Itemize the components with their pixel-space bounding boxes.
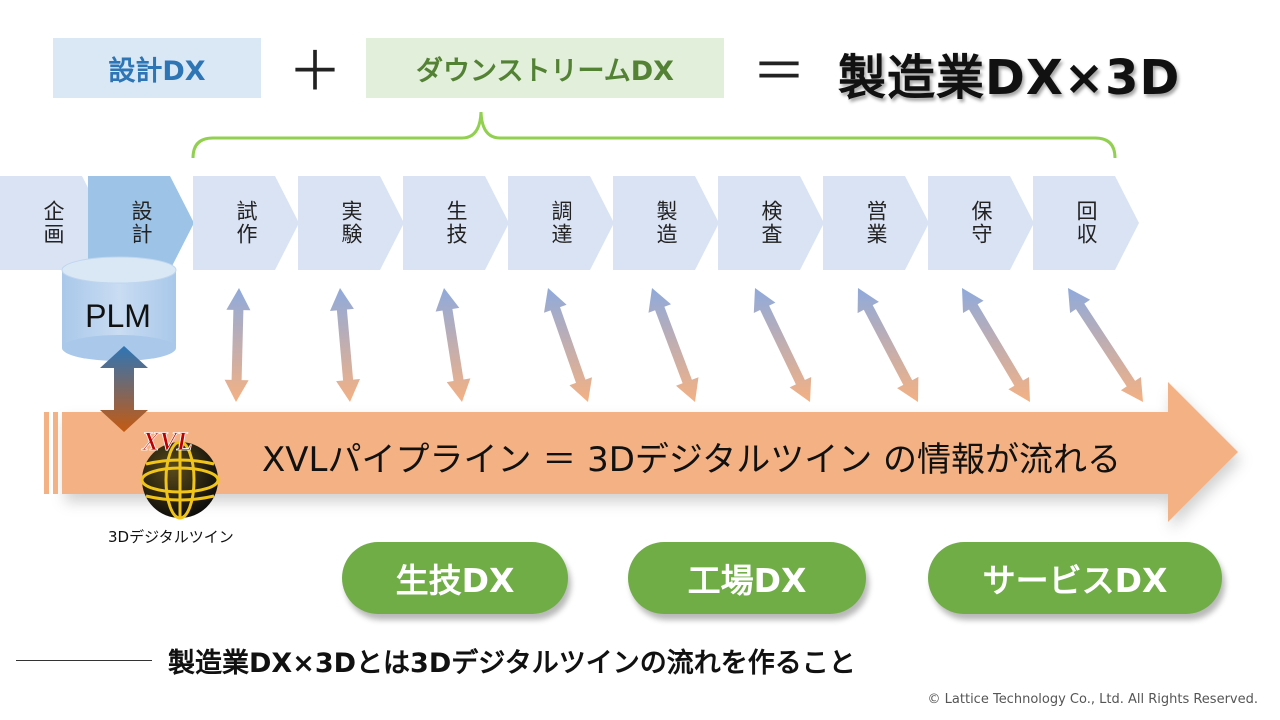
process-chevron	[88, 176, 194, 270]
process-chevron	[613, 176, 719, 270]
process-chevron	[718, 176, 824, 270]
process-chevron	[193, 176, 299, 270]
process-step: 保守	[928, 176, 1034, 270]
digital-twin-caption: 3Dデジタルツイン	[108, 528, 234, 546]
process-step-label: 設計	[129, 200, 153, 246]
process-step: 営業	[823, 176, 929, 270]
pipeline-text: XVLパイプライン ＝ 3Dデジタルツイン の情報が流れる	[262, 440, 1122, 480]
summary-text: 製造業DX×3Dとは3Dデジタルツインの流れを作ること	[168, 648, 856, 679]
service-dx-pill: サービスDX	[928, 542, 1222, 614]
xvl-logo-text: XVL	[141, 427, 193, 457]
bidirectional-arrow	[1068, 288, 1143, 402]
xvl-globe-logo	[140, 440, 220, 520]
process-step: 回収	[1033, 176, 1139, 270]
process-step: 製造	[613, 176, 719, 270]
downstream-brace	[191, 111, 1117, 159]
process-chevron	[823, 176, 929, 270]
process-step-label: 営業	[864, 200, 888, 246]
bidirectional-arrow	[648, 288, 699, 402]
plm-database-icon	[61, 256, 177, 361]
factory-dx-pill: 工場DX	[628, 542, 866, 614]
process-step: 試作	[193, 176, 299, 270]
process-step: 実験	[298, 176, 404, 270]
process-chevron	[928, 176, 1034, 270]
process-step: 生技	[403, 176, 509, 270]
process-step-label: 調達	[549, 200, 573, 246]
xvl-pipeline-arrow	[44, 382, 1238, 522]
summary-rule	[16, 660, 152, 661]
production-engineering-dx-pill: 生技DX	[342, 542, 568, 614]
process-step: 設計	[88, 176, 194, 270]
bidirectional-arrow	[753, 288, 812, 402]
process-step-label: 生技	[444, 200, 468, 246]
process-step: 企画	[0, 176, 106, 270]
equals-sign: ＝	[752, 40, 806, 103]
process-step-label: 企画	[41, 200, 65, 246]
process-chevron	[1033, 176, 1139, 270]
process-step-label: 回収	[1074, 200, 1098, 246]
process-step: 検査	[718, 176, 824, 270]
design-dx-label: 設計DX	[108, 55, 206, 87]
bidirectional-arrow	[962, 288, 1030, 402]
svg-text:XVL: XVL	[141, 427, 193, 456]
bidirectional-arrow	[224, 288, 251, 402]
plm-link-arrow	[100, 346, 148, 432]
plm-label: PLM	[85, 298, 151, 334]
design-dx-box: 設計DX	[53, 38, 261, 98]
process-step-label: 検査	[759, 200, 783, 246]
process-chevron	[403, 176, 509, 270]
downstream-dx-box: ダウンストリームDX	[366, 38, 724, 98]
process-step-label: 製造	[654, 200, 678, 246]
process-chevron	[508, 176, 614, 270]
plus-sign: ＋	[288, 40, 342, 103]
page-title: 製造業DX×3D	[838, 50, 1181, 106]
bidirectional-arrow	[857, 288, 919, 402]
bidirectional-arrow	[330, 288, 360, 402]
process-chevron	[0, 176, 106, 270]
data-exchange-arrows	[100, 288, 1143, 432]
process-chevron	[298, 176, 404, 270]
process-step: 調達	[508, 176, 614, 270]
process-chevron-shapes	[0, 176, 1139, 270]
bidirectional-arrow	[544, 288, 592, 402]
process-step-label: 実験	[339, 200, 363, 246]
downstream-dx-label: ダウンストリームDX	[416, 55, 674, 87]
copyright: © Lattice Technology Co., Ltd. All Right…	[927, 692, 1258, 707]
process-step-label: 保守	[969, 200, 993, 246]
bidirectional-arrow	[435, 288, 471, 402]
process-step-label: 試作	[234, 200, 258, 246]
